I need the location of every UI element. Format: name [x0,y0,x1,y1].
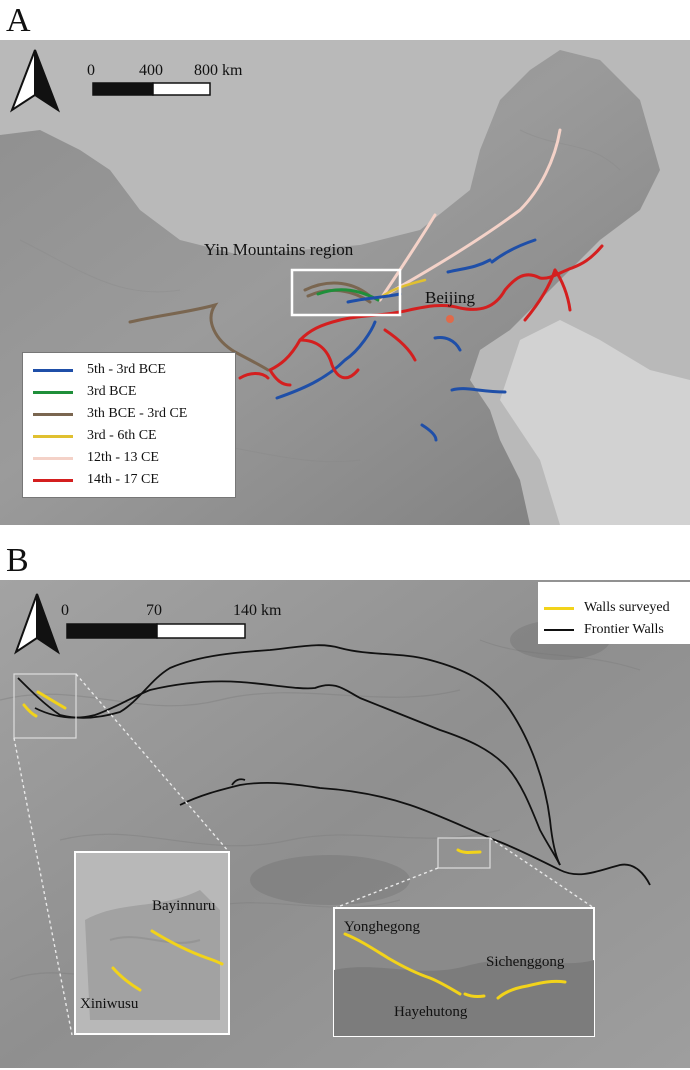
legend-swatch [33,434,73,438]
wall-blue-c [446,258,492,274]
wall-red-main [268,244,604,372]
legend-panel-b: Walls surveyed Frontier Walls [538,582,690,644]
scale-b-label-0: 0 [61,602,69,619]
legend-label: 3rd - 6th CE [87,428,157,443]
north-arrow-icon [9,49,61,113]
legend-swatch [33,412,73,416]
wall-red-e [523,268,557,322]
legend-label: Frontier Walls [584,622,664,637]
frontier-wall-south [34,680,561,866]
legend-swatch [33,390,73,394]
yin-mountains-box[interactable] [290,268,402,317]
wall-red-d [383,328,417,362]
legend-item: 12th - 13 CE [23,448,159,468]
label-sichenggong: Sichenggong [486,954,565,970]
legend-item: Frontier Walls [538,620,664,640]
legend-label: 3rd BCE [87,384,137,399]
legend-swatch [33,478,73,482]
surveyed-wall-hayehutong [456,848,482,854]
legend-label: 3th BCE - 3rd CE [87,406,188,421]
scale-b-label-1: 70 [146,602,162,619]
map-b-canvas [0,580,690,1068]
inset-left [74,851,230,1035]
beijing-marker[interactable] [446,315,454,323]
panel-b-letter: B [6,542,29,579]
inset-wall-yonghegong [343,932,462,996]
wall-red-b [298,338,360,380]
inset-wall-sichenggong [496,979,567,1000]
frontier-wall-inner [179,781,651,886]
source-box-right[interactable] [437,837,491,869]
legend-label: Walls surveyed [584,600,670,615]
inset-wall-hayehutong [463,992,486,999]
scale-a-label-1: 400 [139,62,163,79]
sea-area [500,320,690,525]
scale-bar-a [92,82,211,96]
legend-swatch [33,368,73,372]
wall-blue-e [433,336,462,352]
wall-brown-c [128,302,270,372]
wall-red-a [238,372,270,380]
legend-label: 14th - 17 CE [87,472,159,487]
legend-swatch [544,629,574,631]
north-arrow-icon [14,593,60,655]
wall-blue-f [450,387,507,394]
scale-b-label-2: 140 km [233,602,282,619]
legend-item: 5th - 3rd BCE [23,360,166,380]
inset-wall-bayinnuru [150,929,224,966]
map-panel-a[interactable]: 0 400 800 km Yin Mountains region Beijin… [0,40,690,525]
wall-blue-d [490,238,537,264]
beijing-label: Beijing [425,288,476,307]
legend-panel-a: 5th - 3rd BCE 3rd BCE 3th BCE - 3rd CE 3… [22,352,236,498]
surveyed-wall-bayinnuru [36,690,67,710]
scale-bar-b [66,623,246,639]
legend-swatch [33,456,73,460]
legend-item: 3rd - 6th CE [23,426,157,446]
inset-connectors [13,673,595,1036]
wall-blue-g [420,423,438,442]
legend-label: 5th - 3rd BCE [87,362,166,377]
frontier-wall-spur [231,778,246,786]
inset-wall-xiniwusu [111,966,142,992]
label-bayinnuru: Bayinnuru [152,898,216,914]
scale-a-label-2: 800 km [194,62,243,79]
source-box-left[interactable] [13,673,77,739]
panel-a-letter: A [6,2,31,39]
legend-label: 12th - 13 CE [87,450,159,465]
legend-item: 14th - 17 CE [23,470,159,490]
legend-item: 3rd BCE [23,382,136,402]
scale-a-label-0: 0 [87,62,95,79]
inset-right [333,907,595,1037]
wall-12-13-b [378,128,562,300]
surveyed-wall-xiniwusu [22,703,38,718]
wall-blue-a [346,292,402,304]
legend-item: 3th BCE - 3rd CE [23,404,187,424]
label-hayehutong: Hayehutong [394,1004,468,1020]
legend-item: Walls surveyed [538,598,670,618]
map-panel-b[interactable]: 0 70 140 km Walls surveyed Frontier Wall… [0,580,690,1068]
wall-12-13-a [378,213,437,302]
yin-mountains-label: Yin Mountains region [204,240,354,259]
wall-red-f [553,268,572,312]
legend-swatch [544,606,574,610]
frontier-wall-north [17,644,561,866]
wall-red-c [268,368,292,387]
label-xiniwusu: Xiniwusu [80,996,139,1012]
wall-blue-b [275,320,377,400]
label-yonghegong: Yonghegong [344,919,420,935]
